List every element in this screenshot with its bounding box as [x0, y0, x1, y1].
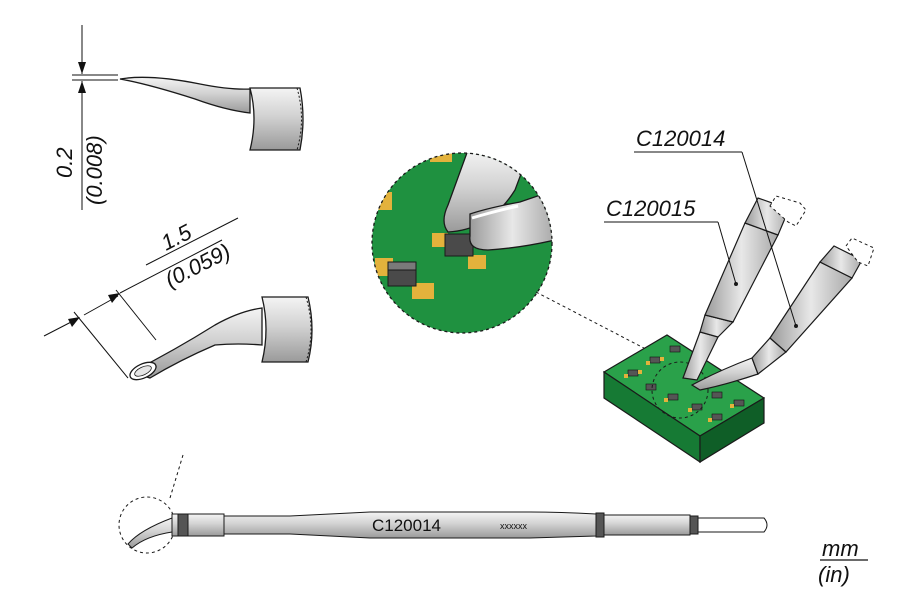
- leader-lines: [604, 151, 797, 327]
- cartridge-c120015: [682, 195, 807, 381]
- tip-top-view: [119, 76, 304, 151]
- cartridge-upper-label: C120014: [636, 126, 725, 151]
- units-mm-label: mm: [822, 536, 859, 561]
- units-in-label: (in): [818, 562, 850, 587]
- length-dimension: [43, 217, 239, 379]
- pcb-board: [602, 334, 766, 464]
- cartridge-c120014: [690, 237, 875, 391]
- cartridge-side-view: [118, 454, 768, 554]
- cartridge-code-label: xxxxxx: [500, 521, 528, 531]
- cartridge-model-label: C120014: [372, 516, 441, 535]
- tip-bent-view: [129, 296, 313, 381]
- thickness-dimension: [72, 25, 118, 210]
- length-mm-label: 1.5: [157, 219, 196, 256]
- cartridge-lower-label: C120015: [606, 196, 696, 221]
- thickness-mm-label: 0.2: [52, 147, 77, 178]
- thickness-in-label: (0.008): [82, 135, 107, 205]
- zoom-detail: [371, 152, 691, 373]
